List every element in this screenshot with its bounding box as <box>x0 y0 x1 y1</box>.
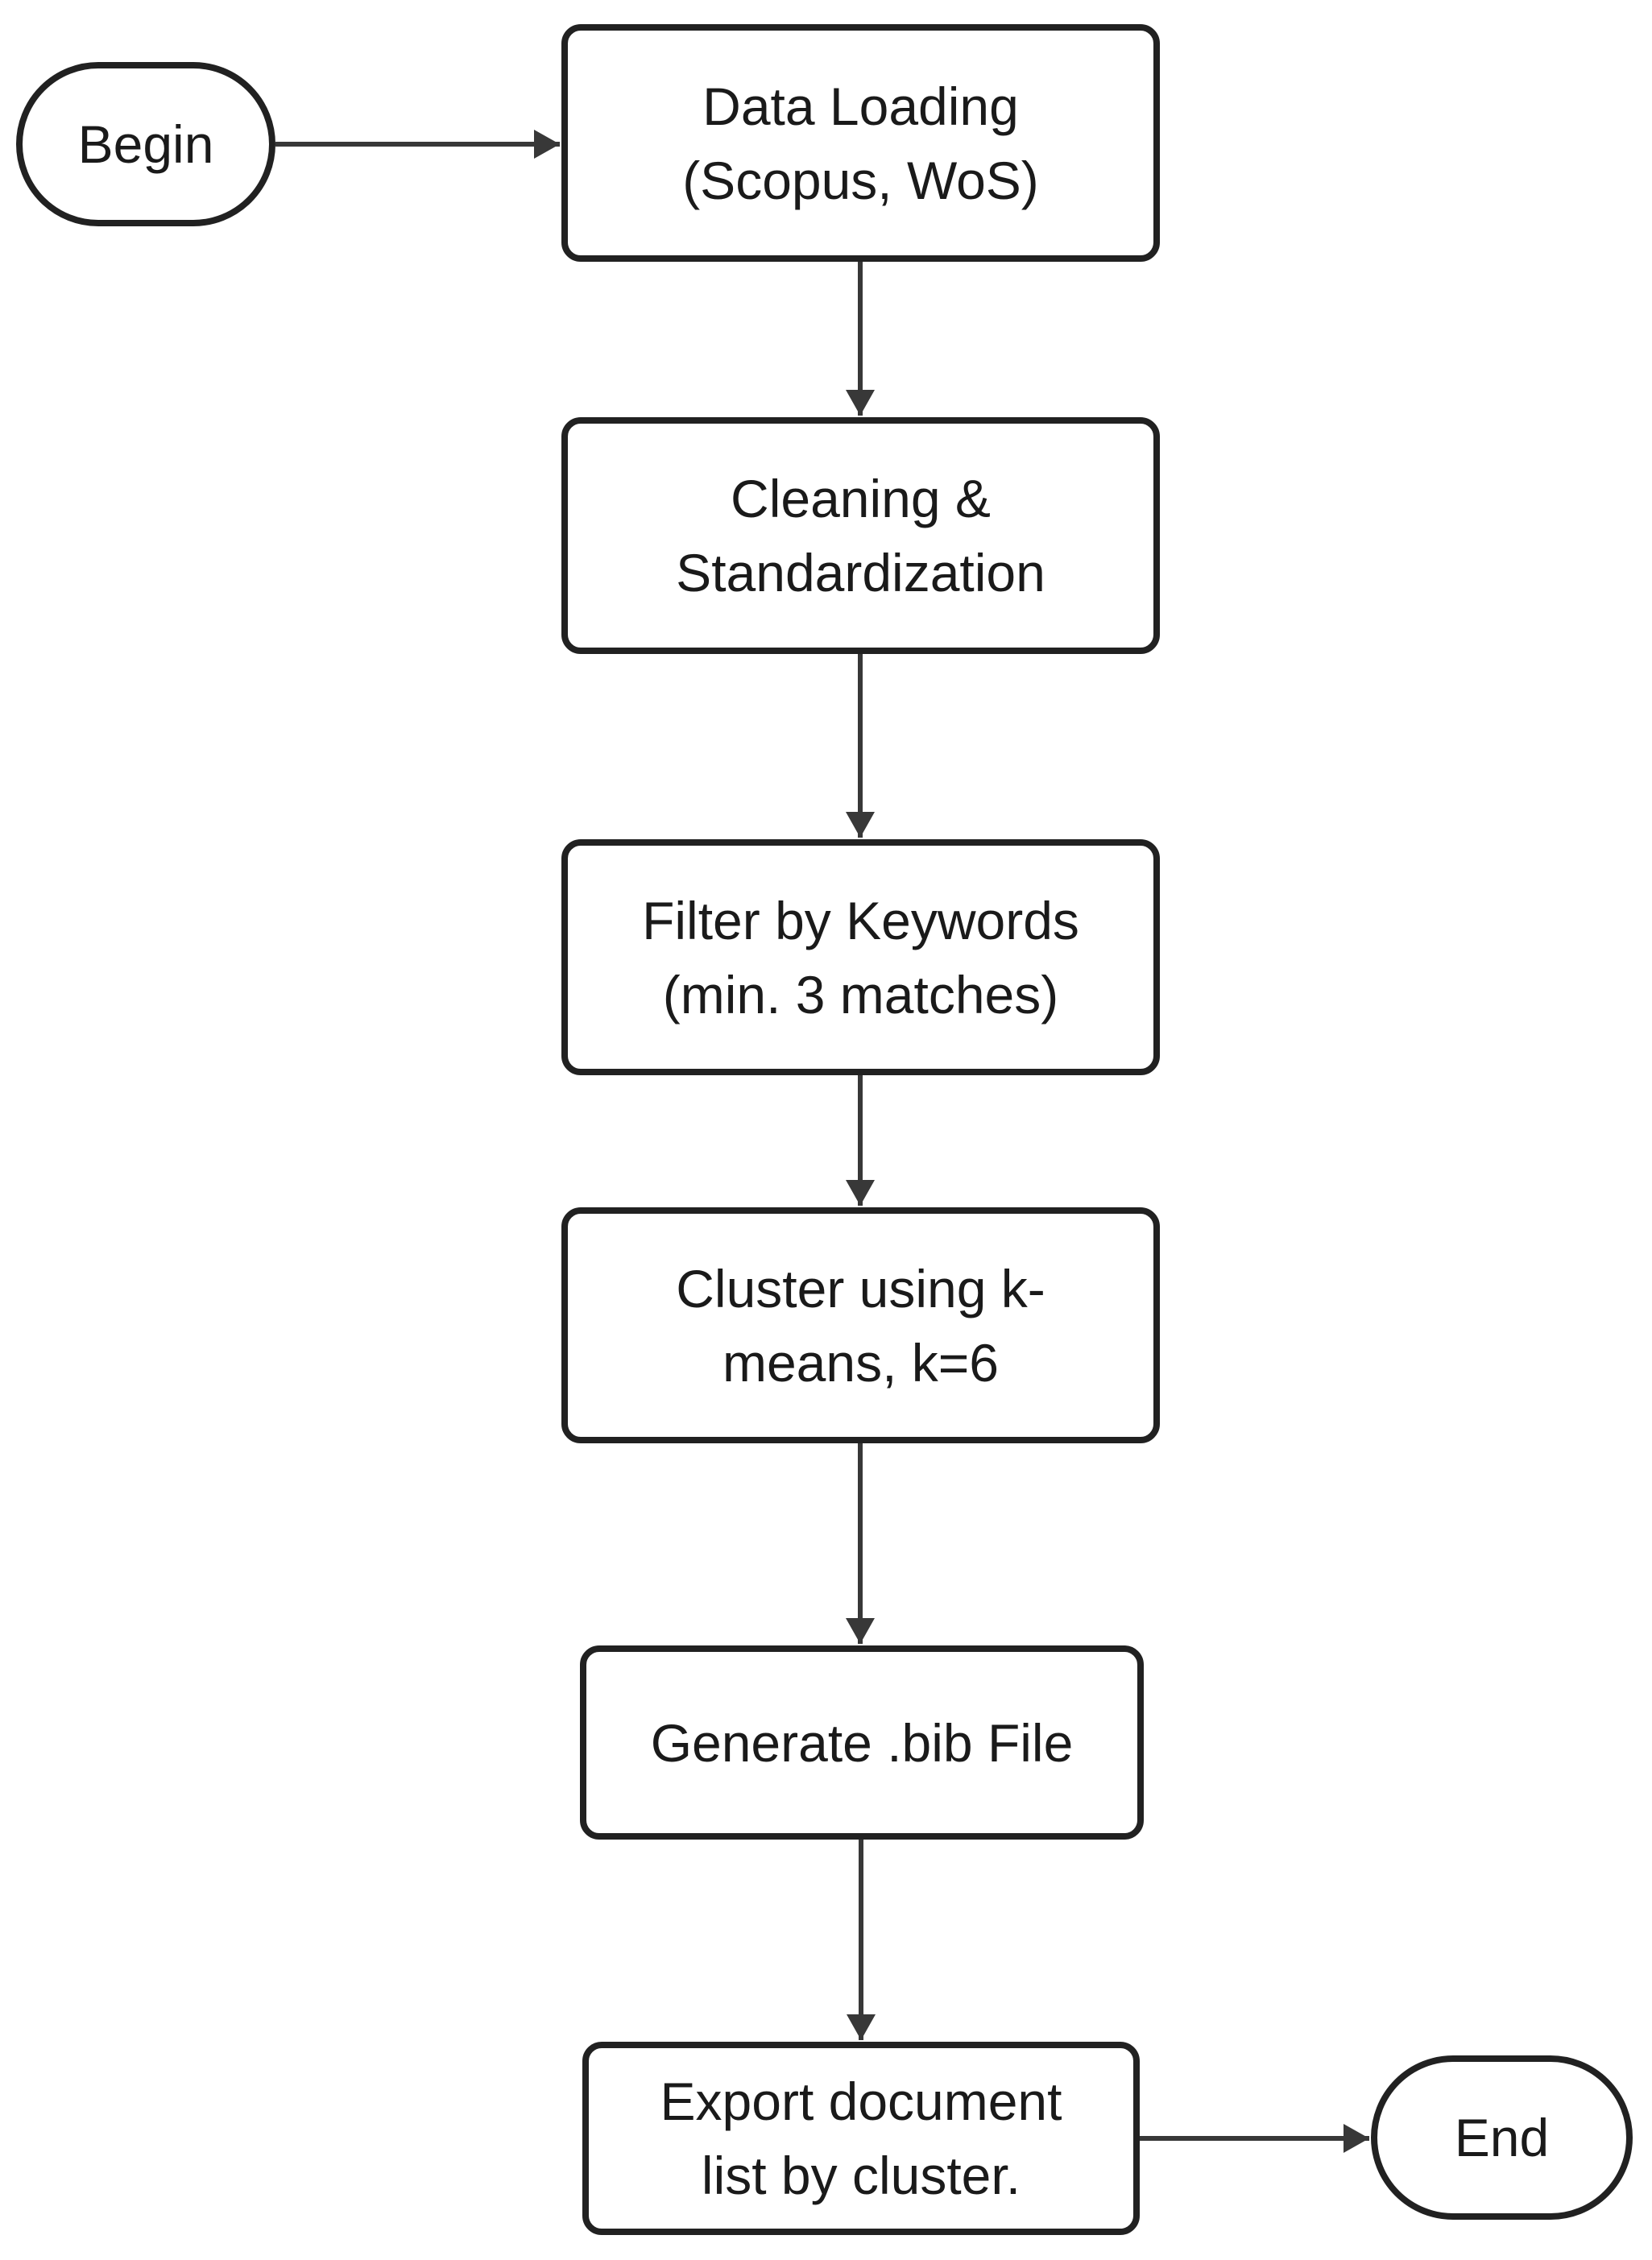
process-node-filter-keywords-label: Filter by Keywords (min. 3 matches) <box>642 890 1079 1024</box>
process-node-generate-bib-label: Generate .bib File <box>650 1712 1074 1773</box>
process-node-cluster-kmeans-label: Cluster using k- means, k=6 <box>676 1258 1045 1393</box>
process-node-cluster-kmeans: Cluster using k- means, k=6 <box>561 1207 1160 1443</box>
process-node-cleaning-standardization: Cleaning & Standardization <box>561 417 1160 654</box>
start-node-begin-label: Begin <box>77 114 214 174</box>
end-node: End <box>1371 2055 1633 2220</box>
process-node-data-loading-label: Data Loading (Scopus, WoS) <box>682 76 1039 210</box>
process-node-export-documents: Export document list by cluster. <box>582 2042 1140 2235</box>
process-node-filter-keywords: Filter by Keywords (min. 3 matches) <box>561 839 1160 1075</box>
end-node-label: End <box>1454 2108 1550 2167</box>
process-node-generate-bib: Generate .bib File <box>580 1645 1144 1840</box>
process-node-cleaning-standardization-label: Cleaning & Standardization <box>676 469 1045 602</box>
process-node-data-loading: Data Loading (Scopus, WoS) <box>561 24 1160 262</box>
process-node-export-documents-label: Export document list by cluster. <box>660 2072 1062 2205</box>
start-node-begin: Begin <box>16 62 275 226</box>
